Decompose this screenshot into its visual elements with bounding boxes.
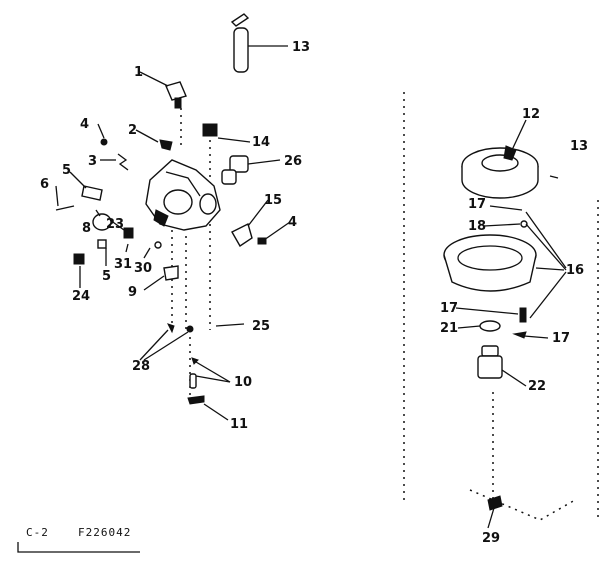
part-6-pin	[55, 205, 75, 211]
assembly-line-bottom-right	[469, 489, 576, 521]
figure-code-left: C-2	[26, 526, 49, 539]
callout-25: 25	[252, 319, 270, 334]
callout-14: 12	[522, 107, 540, 122]
callout-numbers: 13 1 2 4 3 14 26 5 6 15 4 8 23 5 31 30 2…	[40, 40, 588, 546]
baseline-rule	[17, 542, 140, 553]
callout-22: 22	[528, 379, 546, 394]
callout-17-right: 17	[552, 331, 570, 346]
part-28-b	[186, 325, 194, 333]
part-16-bowl	[443, 234, 537, 292]
callout-9: 15	[264, 193, 282, 208]
callout-10: 8	[82, 221, 91, 236]
callout-1: 1	[134, 65, 143, 80]
part-13-clip	[187, 395, 205, 405]
part-14-cover	[461, 145, 539, 199]
callout-30: 31	[114, 257, 132, 272]
part-17-spring	[519, 307, 527, 323]
part-17c-gasket	[512, 331, 527, 339]
part-4b-nut	[257, 237, 267, 245]
callout-6: 6	[40, 177, 49, 192]
part-15-pin	[549, 175, 559, 179]
part-29-ball	[154, 241, 162, 249]
carburetor-body	[145, 159, 221, 231]
callout-31: 29	[482, 531, 500, 546]
callout-18: 18	[468, 219, 486, 234]
callout-28: 28	[132, 359, 150, 374]
callout-24: 24	[72, 289, 90, 304]
part-22-nut	[477, 345, 503, 379]
callout-12: 10	[234, 375, 252, 390]
part-31-screw	[487, 495, 503, 511]
part-11-float	[163, 265, 179, 281]
callout-17-top: 17	[468, 197, 486, 212]
part-23-washer	[123, 227, 134, 239]
callout-21: 21	[440, 321, 458, 336]
part-26-fitting	[221, 155, 249, 185]
part-12-b	[189, 373, 197, 389]
part-3-spring	[117, 153, 129, 171]
leader-lines	[55, 45, 567, 529]
callout-8: 14	[252, 135, 270, 150]
part-21-washer	[479, 320, 501, 332]
callout-29: 30	[134, 261, 152, 276]
part-10-spring	[92, 213, 112, 231]
part-18-ring	[520, 220, 528, 228]
part-9-plug	[231, 222, 253, 247]
callout-5: 5	[62, 163, 71, 178]
callout-16: 16	[566, 263, 584, 278]
callout-4-right: 4	[288, 215, 297, 230]
callout-15: 13	[570, 139, 588, 154]
part-2-screw	[159, 139, 173, 151]
part-1-screw	[165, 81, 187, 109]
callout-23: 23	[106, 217, 124, 232]
callout-4: 4	[80, 117, 89, 132]
callout-2: 2	[128, 123, 137, 138]
callout-5-lower: 5	[102, 269, 111, 284]
part-5-shaft	[81, 185, 103, 201]
part-24-needle	[73, 253, 85, 265]
figure-code-right: F226042	[78, 526, 131, 539]
callout-3: 3	[88, 154, 97, 169]
callout-26: 26	[284, 154, 302, 169]
part-7-tube	[230, 13, 250, 73]
part-4-nut	[100, 138, 108, 146]
callout-17-mid: 17	[440, 301, 458, 316]
part-8-nut	[202, 123, 218, 137]
part-28-a	[167, 323, 175, 334]
callout-7: 13	[292, 40, 310, 55]
part-5b-seat	[97, 239, 107, 249]
callout-13: 11	[230, 417, 248, 432]
callout-11: 9	[128, 285, 137, 300]
